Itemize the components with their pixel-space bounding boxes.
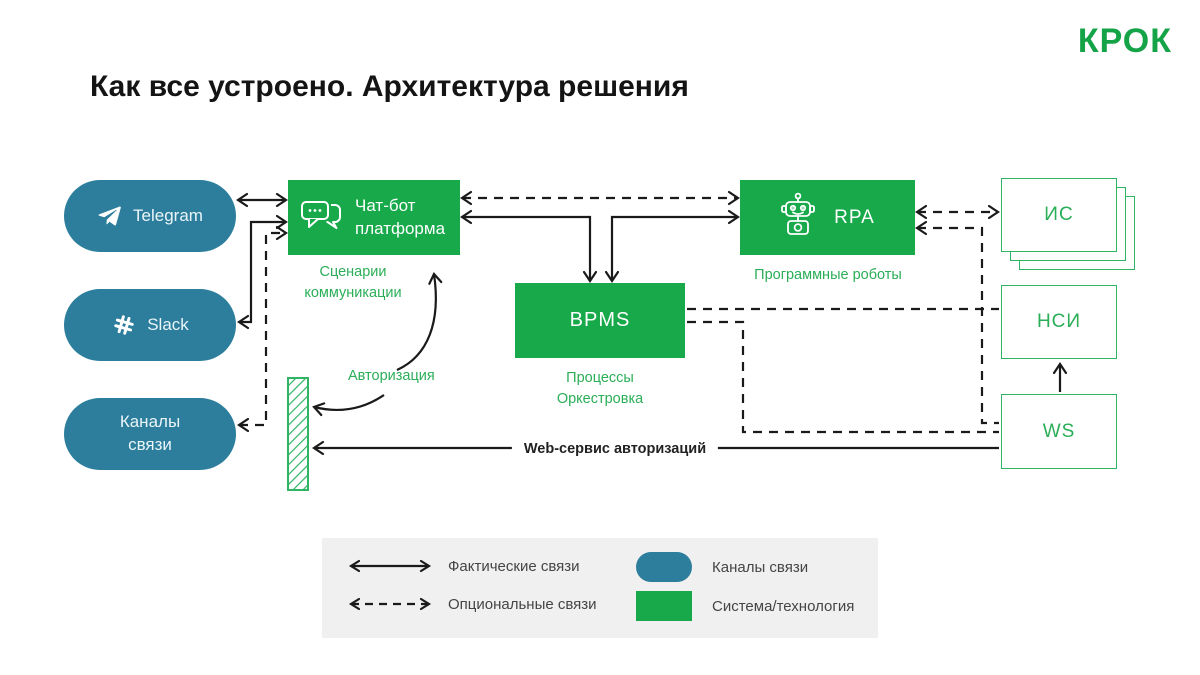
system-ws[interactable]: WS (1001, 394, 1117, 469)
robot-icon (780, 192, 816, 244)
channel-label: Каналы связи (119, 412, 181, 454)
system-chatbot[interactable]: Чат-бот платформа (288, 180, 460, 255)
chat-bubbles-icon (300, 199, 344, 237)
system-rpa[interactable]: RPA (740, 180, 915, 255)
channel-label: Telegram (133, 206, 203, 225)
dashed-arrow-sample (348, 597, 432, 611)
channel-slack[interactable]: Slack (64, 289, 236, 361)
bpms-caption: Процессы Оркестровка (556, 370, 644, 408)
web-service-label: Web-сервис авторизаций (511, 439, 719, 459)
channel-other[interactable]: Каналы связи (64, 398, 236, 470)
telegram-icon (97, 203, 123, 229)
system-label: ИС (1044, 204, 1074, 225)
system-bpms[interactable]: BPMS (515, 283, 685, 358)
system-label: WS (1042, 420, 1076, 442)
slack-icon (111, 312, 137, 338)
link-auth-chatbot (396, 272, 443, 372)
green-rect-sample (636, 591, 692, 621)
authorization-label: Авторизация (348, 368, 435, 384)
link-auth-bar (312, 394, 385, 417)
system-label: BPMS (569, 309, 631, 331)
link-slack-chatbot (237, 214, 288, 330)
system-label: Чат-бот платформа (355, 196, 446, 238)
system-is[interactable]: ИС (1001, 178, 1117, 252)
chatbot-caption: Сценарии коммуникации (304, 264, 402, 302)
legend-label: Опциональные связи (448, 596, 597, 613)
legend-label: Система/технология (712, 598, 855, 615)
channel-label: Slack (147, 315, 189, 334)
auth-barrier (287, 377, 309, 491)
page-title: Как все устроено. Архитектура решения (90, 70, 689, 103)
link-channels-chatbot (237, 225, 288, 433)
link-bpms-rpa (604, 209, 740, 283)
link-bpms-chatbot (460, 209, 598, 283)
system-nsi[interactable]: НСИ (1001, 285, 1117, 359)
channel-telegram[interactable]: Telegram (64, 180, 236, 252)
legend-label: Фактические связи (448, 558, 580, 575)
rpa-caption: Программные роботы (754, 267, 902, 283)
system-label: НСИ (1036, 311, 1082, 332)
teal-pill-sample (636, 552, 692, 582)
krok-logo: КРОК (1077, 22, 1172, 60)
link-rpa-ws (915, 220, 999, 425)
solid-arrow-sample (348, 559, 432, 573)
link-bpms-ws (687, 320, 999, 434)
legend-label: Каналы связи (712, 559, 809, 576)
system-label: RPA (834, 206, 875, 228)
legend: Фактические связи Опциональные связи Кан… (322, 538, 878, 638)
